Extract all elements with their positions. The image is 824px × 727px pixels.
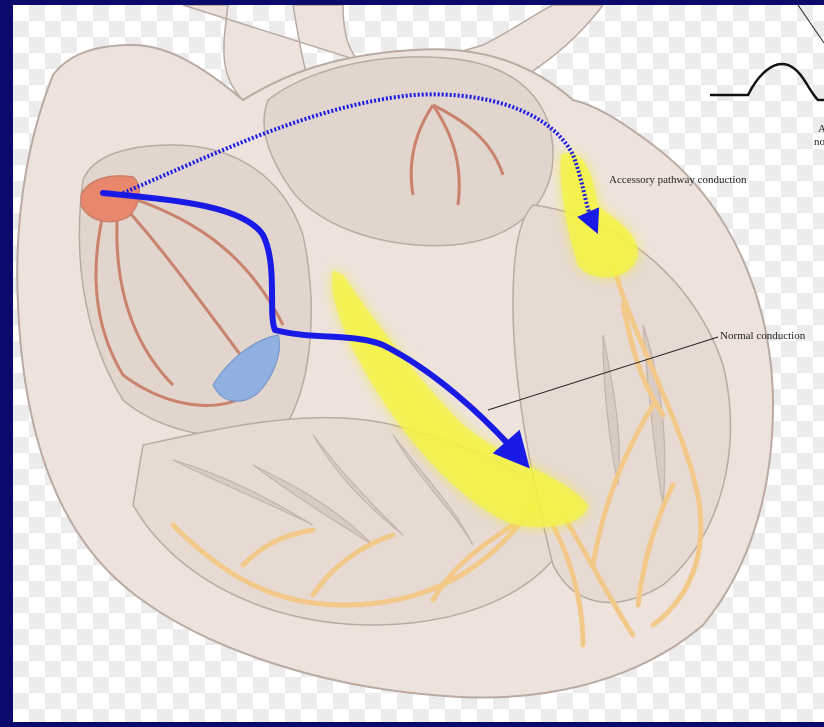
diagram-canvas: Accessory pathway conduction Normal cond… [13, 5, 824, 722]
heart-conduction-diagram [13, 5, 824, 722]
normal-conduction-label: Normal conduction [720, 330, 805, 342]
ecg-pointer-line [798, 5, 824, 43]
accessory-pathway-label: Accessory pathway conduction [609, 174, 746, 186]
ecg-partial-label-a: A [818, 123, 824, 135]
ecg-trace [710, 64, 824, 100]
ecg-partial-label-b: no [814, 136, 824, 148]
